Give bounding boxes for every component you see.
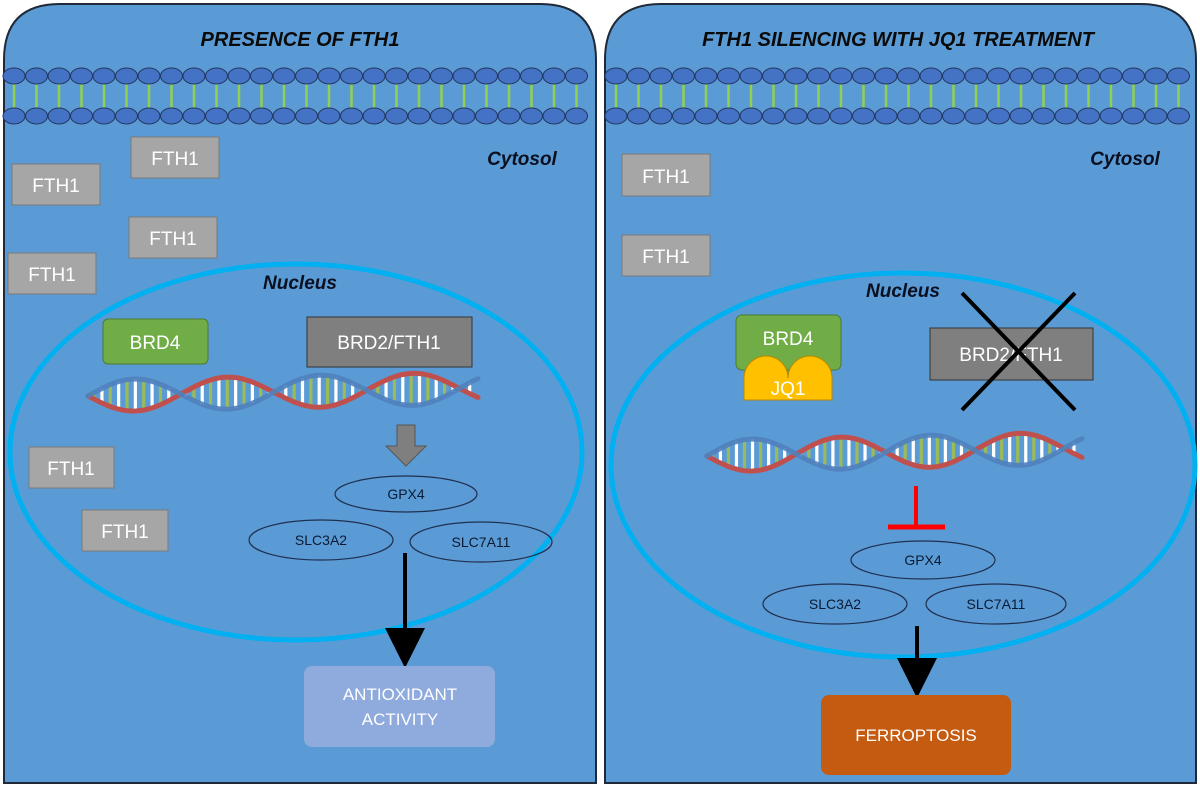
fth1-protein: FTH1 xyxy=(621,153,711,197)
fth1-protein: FTH1 xyxy=(28,446,115,489)
svg-text:SLC7A11: SLC7A11 xyxy=(967,596,1026,612)
fth1-protein: FTH1 xyxy=(11,163,101,206)
svg-text:SLC3A2: SLC3A2 xyxy=(809,596,861,612)
nucleus xyxy=(7,261,585,643)
cell-membrane xyxy=(2,67,588,125)
panel-title: FTH1 SILENCING WITH JQ1 TREATMENT xyxy=(702,29,1096,51)
svg-text:BRD2/FTH1: BRD2/FTH1 xyxy=(959,345,1062,366)
svg-text:FTH1: FTH1 xyxy=(32,176,80,197)
panel-silencing: FTH1 SILENCING WITH JQ1 TREATMENT Cytoso… xyxy=(604,3,1198,784)
brd2-fth1-complex: BRD2/FTH1 xyxy=(306,316,473,368)
brd4-protein: BRD4 xyxy=(102,318,209,365)
activation-arrow xyxy=(384,424,428,467)
svg-text:SLC7A11: SLC7A11 xyxy=(452,534,511,550)
svg-text:GPX4: GPX4 xyxy=(387,486,425,502)
svg-text:FTH1: FTH1 xyxy=(642,247,690,268)
cell-membrane xyxy=(604,67,1190,125)
gene-slc7a11: SLC7A11 xyxy=(925,583,1067,625)
fth1-protein: FTH1 xyxy=(81,509,169,552)
nucleus-label: Nucleus xyxy=(866,281,940,302)
fth1-protein: FTH1 xyxy=(621,234,711,277)
cell-right xyxy=(604,3,1197,784)
gene-gpx4: GPX4 xyxy=(334,475,478,513)
svg-text:FTH1: FTH1 xyxy=(47,459,95,480)
cross-out-mark xyxy=(960,291,1077,412)
cytosol-label: Cytosol xyxy=(1090,149,1160,170)
svg-text:BRD2/FTH1: BRD2/FTH1 xyxy=(337,333,440,354)
svg-text:FTH1: FTH1 xyxy=(151,149,199,170)
svg-text:SLC3A2: SLC3A2 xyxy=(295,532,347,548)
dna-helix xyxy=(704,430,1085,474)
svg-text:BRD4: BRD4 xyxy=(130,333,181,354)
svg-text:JQ1: JQ1 xyxy=(771,379,806,400)
gene-slc7a11: SLC7A11 xyxy=(409,521,553,563)
svg-text:FTH1: FTH1 xyxy=(28,265,76,286)
gene-slc3a2: SLC3A2 xyxy=(248,519,394,561)
nucleus-label: Nucleus xyxy=(263,273,337,294)
jq1-inhibitor: JQ1 xyxy=(743,355,833,401)
antioxidant-activity-box: ANTIOXIDANT ACTIVITY xyxy=(304,666,495,747)
svg-text:FTH1: FTH1 xyxy=(642,167,690,188)
inhibition-mark xyxy=(888,486,945,530)
svg-text:FERROPTOSIS: FERROPTOSIS xyxy=(855,726,977,745)
fth1-protein: FTH1 xyxy=(7,252,97,295)
dna-helix xyxy=(85,370,481,414)
fth1-protein: FTH1 xyxy=(130,136,220,179)
panel-title: PRESENCE OF FTH1 xyxy=(201,29,400,51)
gene-gpx4: GPX4 xyxy=(850,540,996,580)
svg-text:ANTIOXIDANT: ANTIOXIDANT xyxy=(343,685,457,704)
ferroptosis-box: FERROPTOSIS xyxy=(821,695,1011,775)
panel-presence: PRESENCE OF FTH1 Cytosol FTH1 FTH1 FTH1 … xyxy=(2,3,597,784)
svg-text:ACTIVITY: ACTIVITY xyxy=(362,710,439,729)
svg-text:GPX4: GPX4 xyxy=(904,552,942,568)
cell-left xyxy=(3,3,597,784)
fth1-protein: FTH1 xyxy=(128,216,218,259)
gene-slc3a2: SLC3A2 xyxy=(762,583,908,625)
svg-text:FTH1: FTH1 xyxy=(101,522,149,543)
cytosol-label: Cytosol xyxy=(487,149,557,170)
svg-text:FTH1: FTH1 xyxy=(149,229,197,250)
svg-text:BRD4: BRD4 xyxy=(763,329,814,350)
brd2-fth1-complex: BRD2/FTH1 xyxy=(929,327,1094,381)
nucleus xyxy=(608,270,1198,660)
